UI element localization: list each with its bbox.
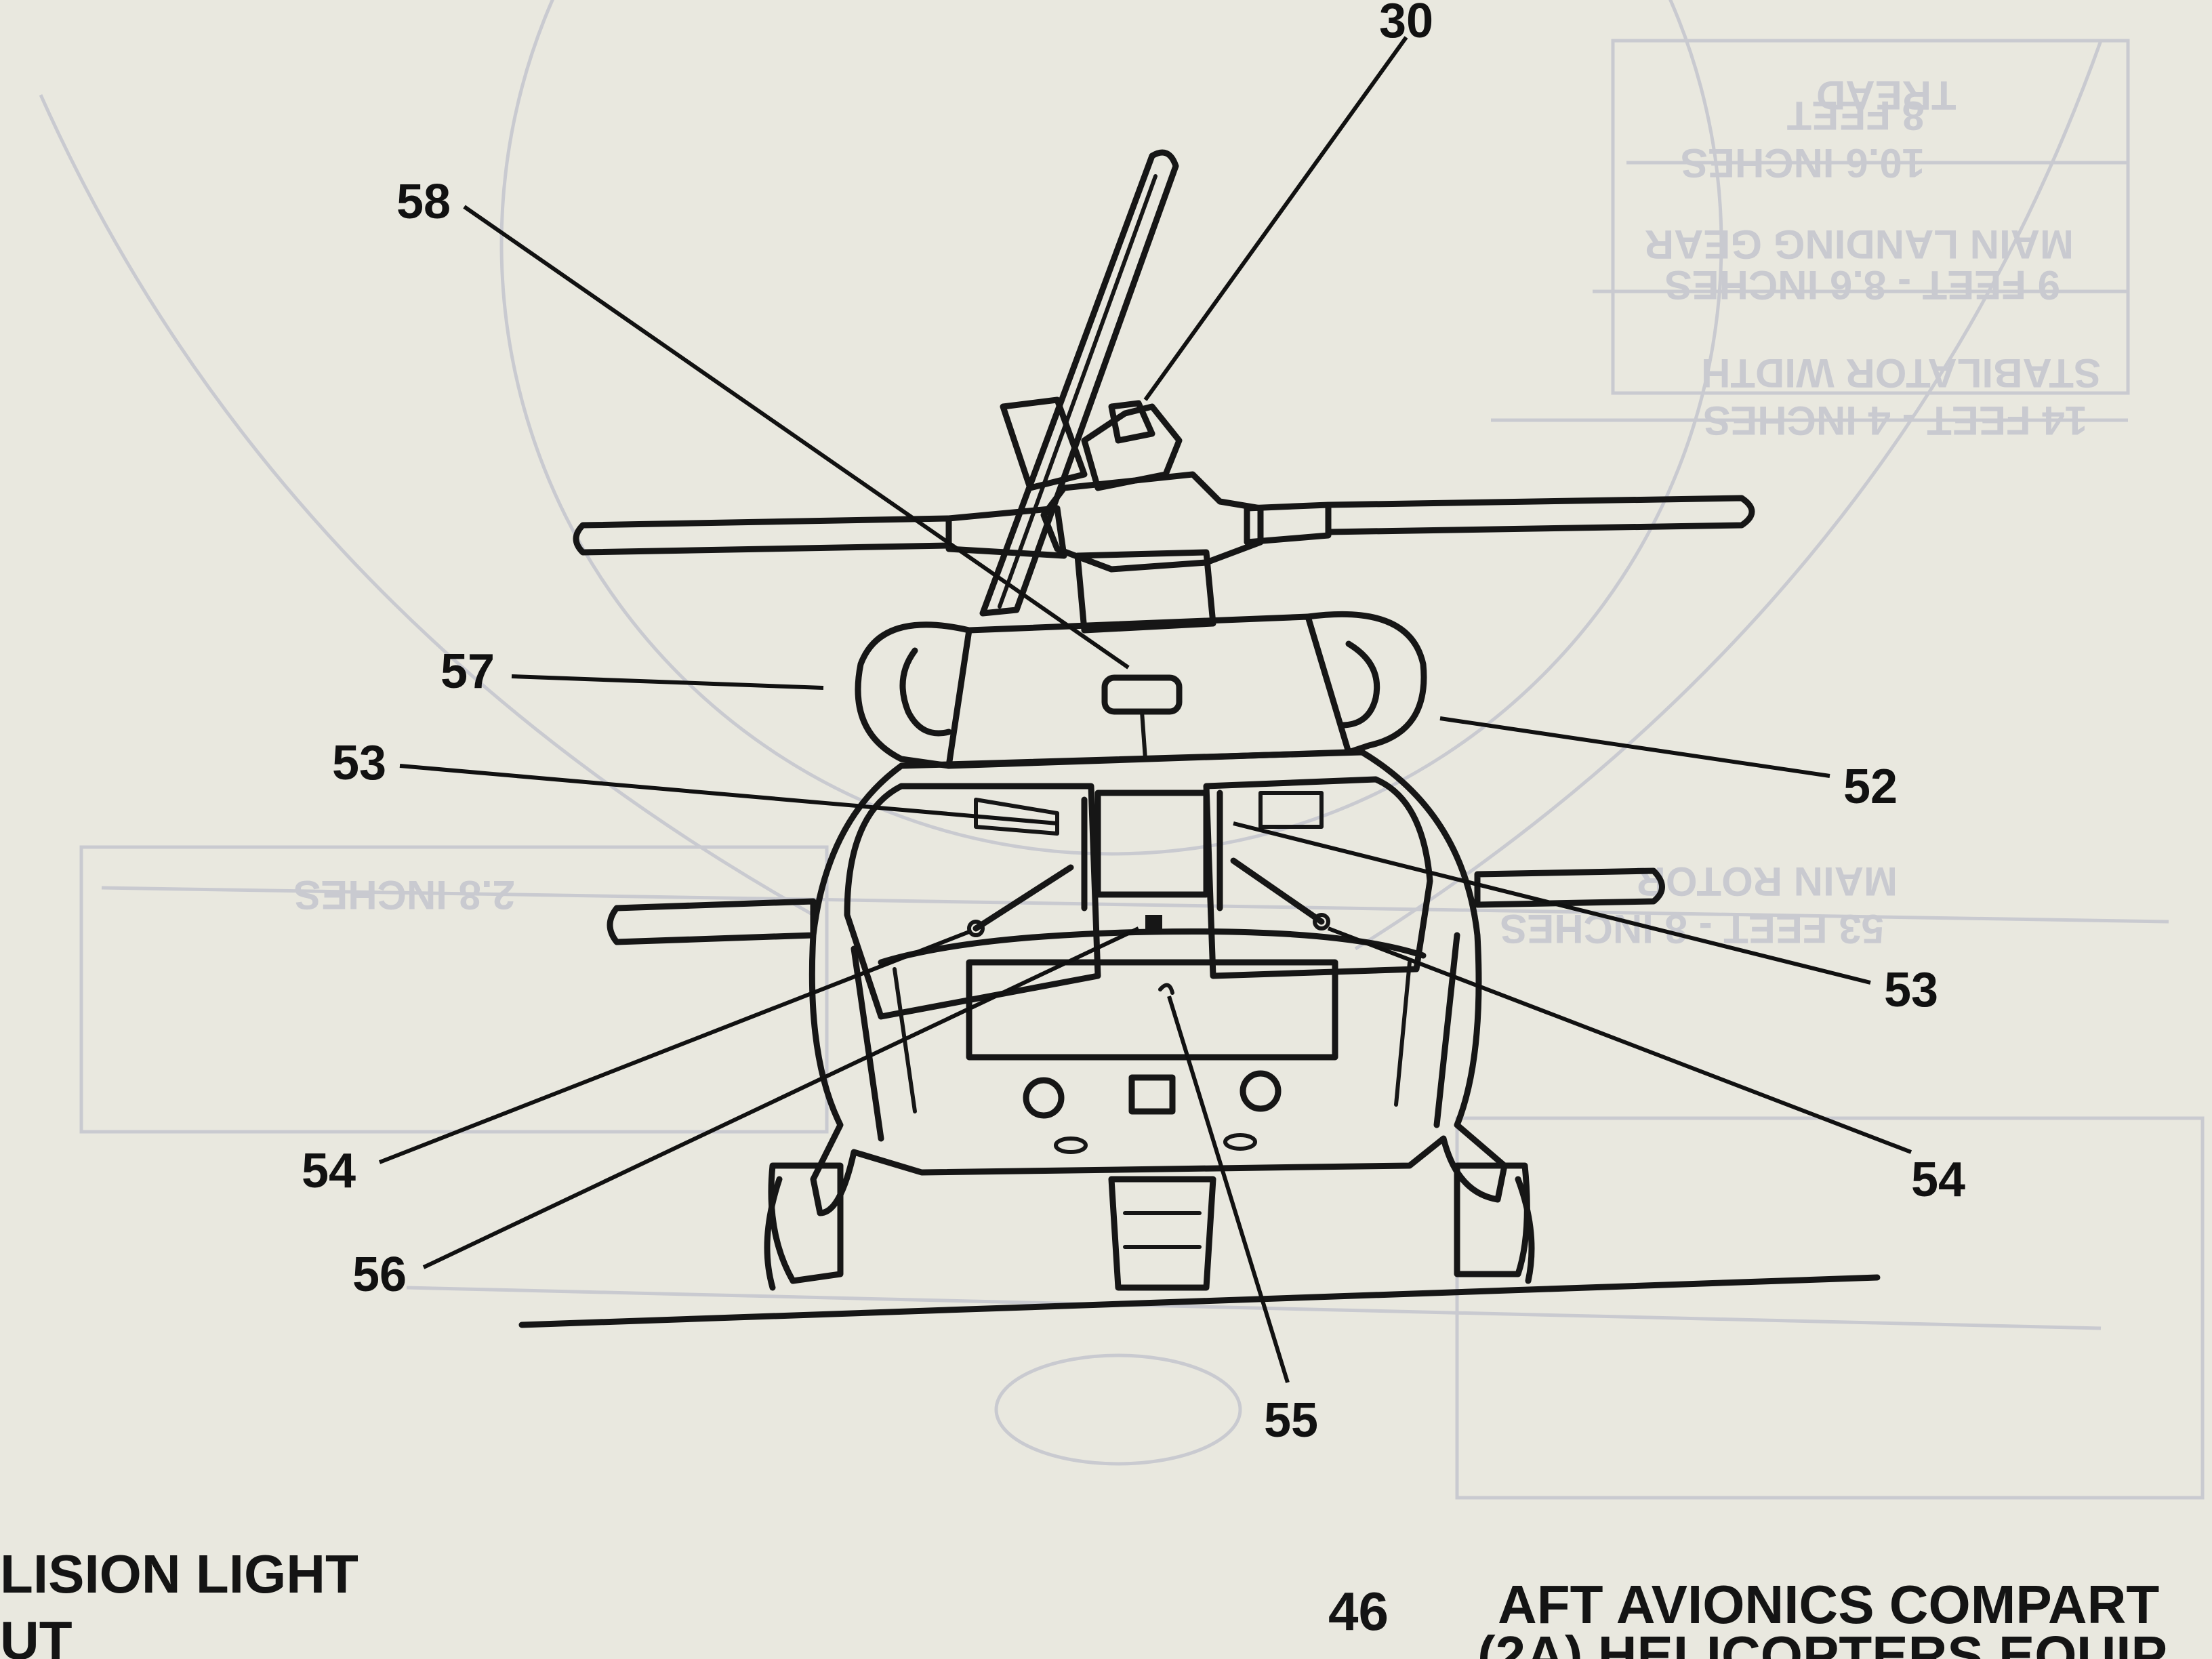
ghost-tread-inches: 10.6 INCHES xyxy=(1681,140,1925,186)
ghost-main-rotor: MAIN ROTOR xyxy=(1636,859,1898,904)
blade-cuff-left xyxy=(945,505,1067,559)
leader-58 xyxy=(463,205,1130,670)
legend-page-number: 46 xyxy=(1328,1581,1389,1641)
callout-52: 52 xyxy=(1843,760,1898,814)
pitot-tube xyxy=(1158,983,1174,995)
main-landing-gear-left xyxy=(768,1162,844,1284)
callout-57: 57 xyxy=(441,644,495,699)
leader-54-left xyxy=(378,930,970,1164)
show-through-artwork: TREAD 8 FEET 10.6 INCHES MAIN LANDING GE… xyxy=(39,0,2205,1500)
main-rotor-blade-right xyxy=(1325,495,1755,535)
helicopter-front-view xyxy=(518,149,1881,1328)
legend-right-line2: (2A) HELICOPTERS EQUIP xyxy=(1477,1625,2167,1659)
leader-57 xyxy=(511,674,824,690)
ground-line xyxy=(518,1274,1881,1328)
leader-56 xyxy=(422,926,1140,1269)
leader-55 xyxy=(1167,996,1290,1383)
ghost-main-landing-gear-dim: 9 FEET - 8.6 INCHES xyxy=(1665,262,2060,308)
callout-54-left: 54 xyxy=(302,1144,356,1198)
legend-right-line1: AFT AVIONICS COMPART xyxy=(1498,1574,2159,1635)
cabin-door-left xyxy=(851,945,884,1142)
callout-53-right: 53 xyxy=(1884,963,1938,1017)
legend: LISION LIGHT UT 46 AFT AVIONICS COMPART … xyxy=(0,1544,2167,1659)
legend-left-line1: LISION LIGHT xyxy=(0,1544,359,1604)
cabin-door-right xyxy=(1433,932,1460,1128)
rotor-damper xyxy=(1000,396,1088,491)
callout-53-left: 53 xyxy=(332,736,386,790)
callout-54-right: 54 xyxy=(1911,1153,1965,1207)
nose-wheel xyxy=(1108,1176,1216,1291)
ghost-tread: TREAD xyxy=(1816,73,1957,118)
rotor-hub-top xyxy=(1081,403,1183,491)
windshield-right xyxy=(1203,776,1433,979)
callout-55: 55 xyxy=(1264,1393,1318,1448)
legend-left-line2: UT xyxy=(0,1610,73,1659)
main-rotor-blade-left xyxy=(573,515,952,556)
upper-cowling xyxy=(945,613,1352,769)
ghost-stabilator-width: STABILATOR WIDTH xyxy=(1701,350,2101,396)
wiper-right xyxy=(1230,857,1325,925)
main-landing-gear-right xyxy=(1454,1162,1530,1277)
free-air-temp-probe xyxy=(1145,915,1162,932)
leader-52 xyxy=(1439,716,1830,778)
center-panel xyxy=(1094,790,1210,898)
side-stub-left xyxy=(607,898,817,945)
callout-30: 30 xyxy=(1379,0,1433,48)
leader-54-right xyxy=(1327,926,1912,1154)
leader-53-left xyxy=(399,764,1058,825)
ghost-tread-feet: 8 FEET xyxy=(1787,93,1925,138)
blade-cuff-right xyxy=(1244,501,1332,546)
anti-collision-light xyxy=(1108,400,1155,444)
engine-nacelle-right xyxy=(1305,611,1427,756)
leader-lines xyxy=(378,36,1912,1383)
rotor-hub xyxy=(1040,471,1264,573)
wiper-left xyxy=(972,864,1074,932)
leader-30 xyxy=(1143,36,1408,401)
upper-fuselage-light xyxy=(1101,674,1183,715)
ghost-main-rotor-dim: 53 FEET - 8 INCHES xyxy=(1500,906,1884,951)
callout-56: 56 xyxy=(352,1248,407,1302)
windshield-left xyxy=(844,783,1101,1020)
leader-53-right xyxy=(1233,821,1871,985)
ghost-stabilator-dim: 14 FEET - 4 INCHES xyxy=(1703,398,2087,443)
callout-numbers: 30 58 57 53 52 53 54 56 54 55 xyxy=(302,0,1965,1448)
engine-nacelle-left xyxy=(855,621,972,769)
callout-58: 58 xyxy=(396,175,451,229)
ghost-inches-left: 2.8 INCHES xyxy=(293,872,515,918)
side-stub-right xyxy=(1474,867,1665,908)
main-rotor-blade-vertical xyxy=(979,149,1179,617)
ghost-main-landing-gear: MAIN LANDING GEAR xyxy=(1645,222,2074,267)
